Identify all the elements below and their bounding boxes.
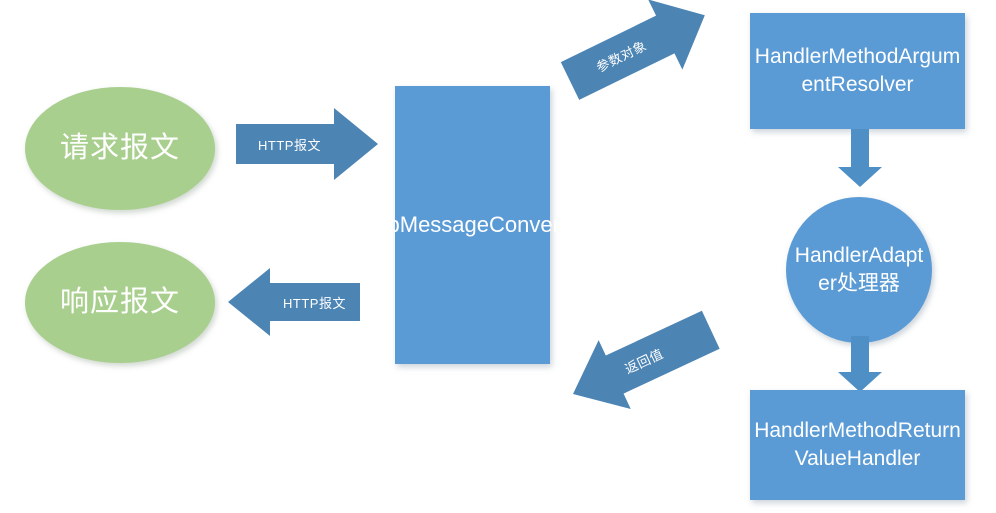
node-request-message-label: 请求报文 xyxy=(59,132,180,165)
arrow-request-to-converter[interactable]: HTTP报文 xyxy=(236,108,378,180)
node-http-message-converter-label: HttpMessageConverter xyxy=(359,212,586,238)
node-request-message[interactable]: 请求报文 xyxy=(25,87,215,210)
arrow-converter-to-resolver[interactable]: 参数对象 xyxy=(553,0,722,116)
node-return-value-handler[interactable]: HandlerMethodReturnValueHandler xyxy=(750,390,965,500)
node-handler-adapter-label: HandlerAdapter处理器 xyxy=(794,243,924,295)
node-argument-resolver[interactable]: HandlerMethodArgumentResolver xyxy=(750,13,965,129)
node-response-message-label: 响应报文 xyxy=(59,286,180,319)
node-response-message[interactable]: 响应报文 xyxy=(25,242,215,363)
arrow-resolver-to-adapter[interactable] xyxy=(838,129,882,187)
node-return-value-handler-label: HandlerMethodReturnValueHandler xyxy=(754,419,961,470)
node-http-message-converter[interactable]: HttpMessageConverter xyxy=(359,86,586,364)
node-handler-adapter[interactable]: HandlerAdapter处理器 xyxy=(786,197,932,343)
arrow-adapter-to-return-handler[interactable] xyxy=(838,336,882,392)
node-argument-resolver-label: HandlerMethodArgumentResolver xyxy=(754,45,961,96)
arrow-handler-to-converter[interactable]: 返回值 xyxy=(557,295,727,428)
arrow-converter-to-response[interactable]: HTTP报文 xyxy=(228,268,360,336)
